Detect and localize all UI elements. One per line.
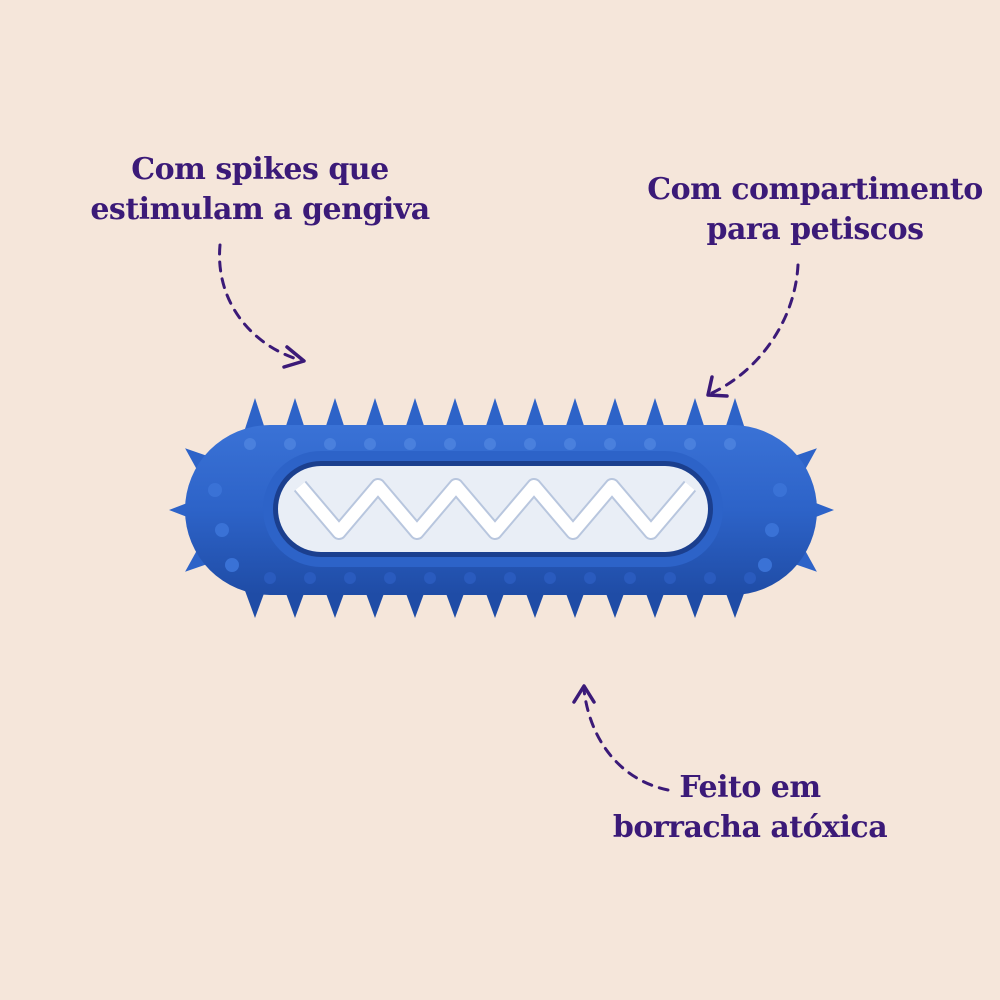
spike bbox=[524, 588, 546, 618]
spike bbox=[790, 547, 817, 572]
rim-bump bbox=[244, 438, 256, 450]
arrowhead-material bbox=[572, 684, 596, 704]
rim-bump bbox=[765, 523, 779, 537]
rim-bump bbox=[464, 572, 476, 584]
rim-bump bbox=[584, 572, 596, 584]
spike bbox=[444, 588, 466, 618]
rim-bump bbox=[664, 572, 676, 584]
rim-bump bbox=[384, 572, 396, 584]
spike bbox=[644, 588, 666, 618]
rim-bump bbox=[344, 572, 356, 584]
arrowhead-compartment bbox=[706, 375, 729, 398]
spike bbox=[364, 588, 386, 618]
callout-spikes: Com spikes que estimulam a gengiva bbox=[70, 150, 450, 230]
spike bbox=[244, 398, 266, 432]
spike bbox=[524, 398, 546, 432]
callout-compartment-line2: para petiscos bbox=[706, 212, 924, 247]
rim-bump bbox=[208, 483, 222, 497]
rim-bump bbox=[758, 558, 772, 572]
spike bbox=[484, 398, 506, 432]
side-bumps bbox=[208, 438, 787, 584]
rim-bump bbox=[284, 438, 296, 450]
spike bbox=[444, 398, 466, 432]
rim-bump bbox=[215, 523, 229, 537]
rim-bump bbox=[604, 438, 616, 450]
rim-bump bbox=[704, 572, 716, 584]
spike bbox=[324, 398, 346, 432]
arrowhead-spikes bbox=[282, 345, 306, 369]
arrow-compartment bbox=[710, 263, 800, 395]
rim-bump bbox=[324, 438, 336, 450]
spike bbox=[644, 398, 666, 432]
spike bbox=[724, 588, 746, 618]
rim-bump bbox=[644, 438, 656, 450]
rim-bump bbox=[524, 438, 536, 450]
spike bbox=[684, 588, 706, 618]
rim-bump bbox=[424, 572, 436, 584]
spike bbox=[684, 398, 706, 432]
spike bbox=[404, 588, 426, 618]
rubber-spikes bbox=[169, 398, 834, 618]
rim-bump bbox=[724, 438, 736, 450]
spike bbox=[790, 448, 817, 473]
white-zigzag-insert bbox=[295, 480, 695, 538]
callout-compartment-line1: Com compartimento bbox=[647, 172, 983, 207]
rim-bump bbox=[564, 438, 576, 450]
rim-bump bbox=[624, 572, 636, 584]
spike bbox=[284, 398, 306, 432]
spike bbox=[364, 398, 386, 432]
rim-bump bbox=[744, 572, 756, 584]
rim-bump bbox=[684, 438, 696, 450]
callout-spikes-line1: Com spikes que bbox=[131, 152, 389, 187]
rim-bump bbox=[504, 572, 516, 584]
callout-material-line1: Feito em bbox=[679, 770, 821, 805]
spike bbox=[324, 588, 346, 618]
callout-compartment: Com compartimento para petiscos bbox=[640, 170, 990, 250]
callout-spikes-line2: estimulam a gengiva bbox=[90, 192, 430, 227]
spike bbox=[185, 547, 212, 572]
arrow-spikes bbox=[218, 243, 302, 362]
callout-material-line2: borracha atóxica bbox=[612, 810, 888, 845]
callout-material: Feito em borracha atóxica bbox=[600, 768, 900, 848]
spike bbox=[604, 588, 626, 618]
spike bbox=[564, 588, 586, 618]
spike bbox=[604, 398, 626, 432]
spike bbox=[404, 398, 426, 432]
rim-bump bbox=[304, 572, 316, 584]
rim-bump bbox=[444, 438, 456, 450]
spike bbox=[284, 588, 306, 618]
arrow-material bbox=[582, 688, 670, 792]
rim-bump bbox=[544, 572, 556, 584]
spike bbox=[185, 448, 212, 473]
spike bbox=[724, 398, 746, 432]
spike bbox=[484, 588, 506, 618]
rim-bump bbox=[404, 438, 416, 450]
rim-bump bbox=[264, 572, 276, 584]
spike bbox=[564, 398, 586, 432]
rim-bump bbox=[364, 438, 376, 450]
rim-bump bbox=[773, 483, 787, 497]
rim-bump bbox=[225, 558, 239, 572]
rim-bump bbox=[484, 438, 496, 450]
spike bbox=[244, 588, 266, 618]
